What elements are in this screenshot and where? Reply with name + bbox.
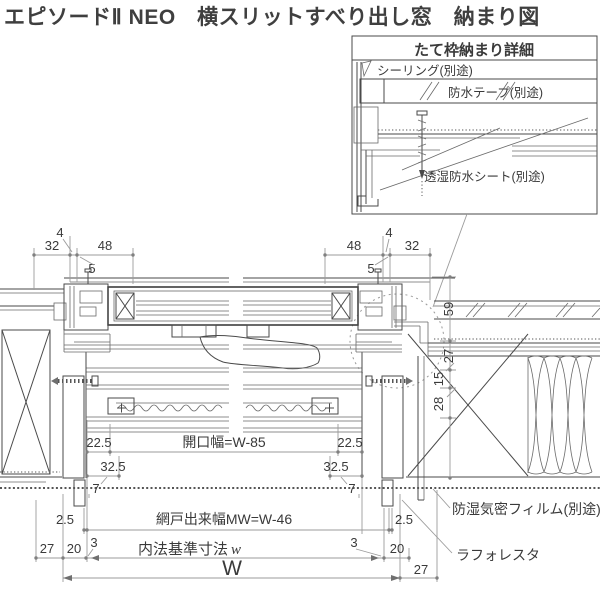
detail-frame-profile: [357, 127, 501, 207]
handle: [199, 334, 321, 370]
waterproof-tape-label: 防水テープ(別途): [448, 85, 543, 100]
screen-band: [86, 384, 362, 433]
jamb-left: [51, 268, 111, 507]
jamb-right: [355, 268, 429, 507]
dim-top-left-48: 48: [98, 238, 112, 253]
dim-left-7: 7: [92, 481, 99, 496]
sealing-label: シーリング(別途): [377, 63, 473, 78]
laforesta-label: ラフォレスタ: [456, 547, 540, 563]
dim-top-left-4: 4: [56, 225, 63, 240]
left-wall: [0, 288, 67, 483]
left-stud-x: [1, 329, 51, 475]
jamb-right-foot: [381, 479, 394, 507]
sash: [107, 286, 359, 326]
dim-right-27: 27: [441, 349, 456, 363]
dim-opening-right-22-5: 22.5: [337, 435, 362, 450]
jamb-left-wood: [62, 375, 85, 479]
head-band: [64, 277, 455, 283]
glazing-lines: [136, 300, 331, 316]
dim-opening-width: 開口幅=W-85: [182, 434, 266, 450]
dim-base-label: 内法基準寸法: [138, 541, 228, 558]
jamb-right-wood: [381, 375, 404, 479]
sash-end-left: [115, 292, 135, 320]
callouts: 防湿気密フィルム(別途) ラフォレスタ: [401, 488, 600, 563]
caulk-backer-right: [393, 305, 407, 321]
operator: [171, 324, 321, 370]
dim-right-7: 7: [348, 481, 355, 496]
dim-top-right-32: 32: [405, 238, 419, 253]
page-title: エピソードⅡ NEO 横スリットすべり出し窓 納まり図: [4, 6, 540, 29]
detail-wall-layers: [378, 117, 597, 191]
screw-right: [365, 375, 413, 387]
dim-base-right-3: 3: [350, 535, 357, 550]
plus-mark-left: [117, 403, 126, 413]
detail-title: たて枠納まり詳細: [414, 41, 534, 59]
dim-base-left-3: 3: [90, 535, 97, 550]
dim-left-32-5: 32.5: [100, 459, 125, 474]
dim-right-15: 15: [431, 372, 446, 386]
right-wall: [406, 300, 600, 478]
dim-top-left-32: 32: [45, 238, 59, 253]
caulk-backer: [53, 302, 67, 321]
backer-block: [359, 78, 385, 104]
dim-base-right-20: 20: [390, 541, 404, 556]
screen-fitting-left: [107, 397, 135, 415]
dim-opening-left-22-5: 22.5: [86, 435, 111, 450]
dim-right-2-5: 2.5: [395, 512, 413, 527]
dim-top-right-4: 4: [385, 225, 392, 240]
stud-brace-x: [407, 333, 529, 477]
dim-screen-width: 網戸出来幅MW=W-46: [156, 511, 292, 527]
dim-top-right-48: 48: [347, 238, 361, 253]
plus-mark-right: [325, 403, 334, 413]
dim-base-right-27: 27: [414, 562, 428, 577]
dim-right-28: 28: [431, 397, 446, 411]
detail-box: たて枠納まり詳細 シーリング(別途) 防水テープ(別途): [351, 35, 598, 215]
sash-end-right: [331, 292, 351, 320]
jamb-left-foot: [73, 479, 86, 507]
detail-frame-edge: [356, 62, 362, 212]
dim-base-left-27: 27: [40, 541, 54, 556]
dim-base-left-20: 20: [67, 541, 81, 556]
detail-stud: [353, 106, 379, 144]
screw-left: [51, 375, 99, 387]
dim-top-left-5: 5: [88, 261, 95, 276]
siding: [434, 300, 600, 320]
dim-right-32-5: 32.5: [323, 459, 348, 474]
interior-trim-right: [417, 356, 425, 501]
dim-right-59: 59: [441, 302, 456, 316]
breathable-sheet-label: 透湿防水シート(別途): [424, 169, 545, 184]
dim-top-right-5: 5: [367, 261, 374, 276]
dimensions: 32 4 48 5 48 4 32 5 59 27 15 28: [32, 225, 456, 582]
dim-overall-w: W: [222, 557, 242, 580]
dim-base-w: w: [231, 542, 241, 558]
insulation: [527, 355, 593, 475]
dim-left-2-5: 2.5: [56, 512, 74, 527]
detail-wall-board: [384, 78, 597, 104]
screen-fitting-right: [311, 397, 339, 415]
detail-screw: [416, 110, 428, 196]
mid-lines: [64, 344, 402, 478]
vapor-film-label: 防湿気密フィルム(別途): [452, 501, 600, 517]
sealant-wedge: [361, 60, 372, 78]
